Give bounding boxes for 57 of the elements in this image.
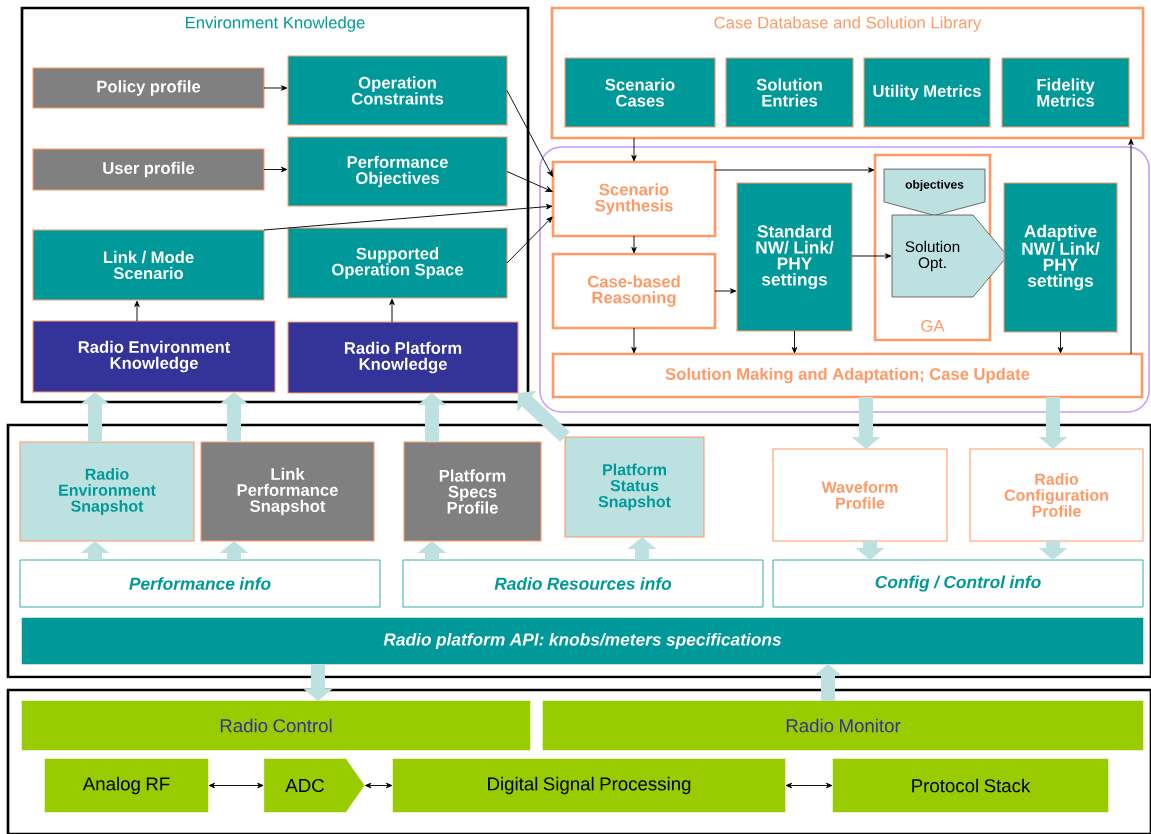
double-arrow bbox=[365, 782, 393, 789]
snapshot-box: Platform Status Snapshot bbox=[564, 436, 705, 538]
module-box: Analog RF bbox=[44, 758, 209, 813]
module-bar: Radio Monitor bbox=[542, 700, 1144, 751]
arrow bbox=[631, 235, 637, 254]
arrow bbox=[1128, 138, 1134, 355]
arrow bbox=[631, 327, 637, 354]
process-box: Scenario Cases bbox=[564, 57, 716, 128]
process-box: Performance Objectives bbox=[287, 136, 508, 207]
section-frame bbox=[6, 688, 1151, 834]
arrow bbox=[506, 90, 553, 177]
arrow bbox=[263, 166, 288, 173]
snapshot-box: Radio Environment Snapshot bbox=[19, 441, 195, 542]
module-box: Protocol Stack bbox=[832, 758, 1109, 813]
profile-box: User profile bbox=[32, 148, 265, 191]
module-bar: Radio Control bbox=[21, 700, 531, 751]
process-box: Adaptive NW/ Link/ PHY settings bbox=[1003, 182, 1118, 333]
arrow bbox=[631, 137, 637, 162]
pentagon-box: Solution Opt. bbox=[891, 214, 1008, 298]
double-arrow bbox=[785, 782, 833, 789]
profile-box: Platform Specs Profile bbox=[403, 441, 542, 542]
arrow bbox=[506, 216, 553, 264]
module-box: Digital Signal Processing bbox=[392, 758, 786, 813]
arrow bbox=[714, 288, 737, 294]
arrow bbox=[714, 167, 875, 173]
process-box: Case-based Reasoning bbox=[551, 252, 717, 330]
process-box: Fidelity Metrics bbox=[1001, 57, 1130, 128]
process-frame bbox=[539, 146, 1150, 413]
info-bar: Radio Resources info bbox=[402, 559, 764, 608]
arrow bbox=[791, 330, 798, 354]
process-box: Standard NW/ Link/ PHY settings bbox=[736, 182, 853, 332]
module-pentagon: ADC bbox=[264, 758, 365, 813]
knowledge-box: Radio Environment Knowledge bbox=[32, 320, 276, 393]
process-box: Utility Metrics bbox=[863, 57, 991, 128]
process-box: Solution Entries bbox=[725, 57, 854, 128]
double-arrow bbox=[208, 782, 264, 789]
api-bar: Radio platform API: knobs/meters specifications bbox=[21, 617, 1144, 665]
arrow bbox=[1057, 331, 1064, 354]
arrow bbox=[506, 171, 553, 192]
arrow bbox=[263, 85, 288, 91]
process-box: Solution Making and Adaptation; Case Update bbox=[551, 352, 1144, 399]
objectives-banner: objectives bbox=[883, 168, 986, 216]
info-bar: Performance info bbox=[19, 559, 381, 608]
profile-box: Policy profile bbox=[32, 67, 265, 109]
profile-box: Radio Configuration Profile bbox=[969, 448, 1144, 542]
knowledge-box: Radio Platform Knowledge bbox=[287, 321, 519, 394]
process-box: Scenario Synthesis bbox=[551, 160, 717, 238]
process-box: Operation Constraints bbox=[287, 55, 508, 126]
profile-box: Waveform Profile bbox=[772, 448, 948, 542]
arrow bbox=[134, 300, 140, 322]
arrow bbox=[389, 298, 395, 323]
arrow bbox=[263, 203, 553, 231]
process-box: Link / Mode Scenario bbox=[32, 229, 265, 301]
info-bar: Config / Control info bbox=[772, 559, 1144, 608]
arrow bbox=[851, 253, 892, 259]
profile-box: Link Performance Snapshot bbox=[200, 441, 375, 542]
process-box: Supported Operation Space bbox=[287, 227, 508, 299]
